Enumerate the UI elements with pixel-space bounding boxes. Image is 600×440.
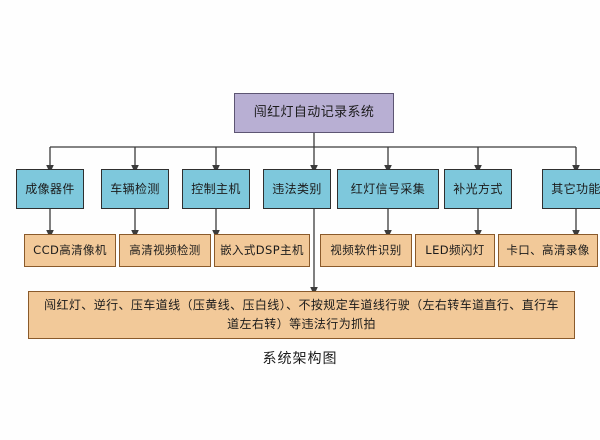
level1-node-label: 车辆检测 xyxy=(110,181,160,196)
level1-node-red-light-signal-acquisition[interactable]: 红灯信号采集 xyxy=(337,169,439,209)
level2-node-label: 视频软件识别 xyxy=(330,242,402,257)
level2-node-checkpoint-hd-recording[interactable]: 卡口、高清录像 xyxy=(498,234,598,267)
level2-node-led-strobe-light[interactable]: LED频闪灯 xyxy=(415,234,495,267)
level1-node-label: 红灯信号采集 xyxy=(350,181,426,196)
level1-node-label: 违法类别 xyxy=(272,181,322,196)
level2-node-video-software-recognition[interactable]: 视频软件识别 xyxy=(320,234,412,267)
level2-node-label: CCD高清像机 xyxy=(33,242,107,257)
level1-node-other-functions[interactable]: 其它功能 xyxy=(542,169,600,209)
level1-node-label: 其它功能 xyxy=(551,181,600,196)
level2-node-ccd-hd-camera[interactable]: CCD高清像机 xyxy=(24,234,116,267)
root-node-label: 闯红灯自动记录系统 xyxy=(253,105,375,121)
level2-node-hd-video-detection[interactable]: 高清视频检测 xyxy=(119,234,211,267)
level1-node-label: 控制主机 xyxy=(191,181,241,196)
level1-node-label: 补光方式 xyxy=(453,181,503,196)
level2-node-embedded-dsp-host[interactable]: 嵌入式DSP主机 xyxy=(214,234,310,267)
level2-node-label: 嵌入式DSP主机 xyxy=(220,242,304,257)
summary-node-label: 闯红灯、逆行、压车道线（压黄线、压白线）、不按规定车道线行驶（左右转车道直行、直… xyxy=(44,298,559,331)
level1-node-imaging-device[interactable]: 成像器件 xyxy=(16,169,84,209)
level2-node-label: 卡口、高清录像 xyxy=(506,242,590,257)
level1-node-vehicle-detection[interactable]: 车辆检测 xyxy=(101,169,169,209)
summary-node-violation-capture[interactable]: 闯红灯、逆行、压车道线（压黄线、压白线）、不按规定车道线行驶（左右转车道直行、直… xyxy=(28,291,575,339)
root-node-traffic-light-system[interactable]: 闯红灯自动记录系统 xyxy=(234,93,394,133)
level1-node-violation-category[interactable]: 违法类别 xyxy=(263,169,331,209)
level1-node-fill-light-method[interactable]: 补光方式 xyxy=(444,169,512,209)
level2-node-label: 高清视频检测 xyxy=(129,242,201,257)
level1-node-control-host[interactable]: 控制主机 xyxy=(182,169,250,209)
diagram-caption: 系统架构图 xyxy=(262,351,338,367)
level2-node-label: LED频闪灯 xyxy=(425,242,485,257)
level1-node-label: 成像器件 xyxy=(25,181,75,196)
